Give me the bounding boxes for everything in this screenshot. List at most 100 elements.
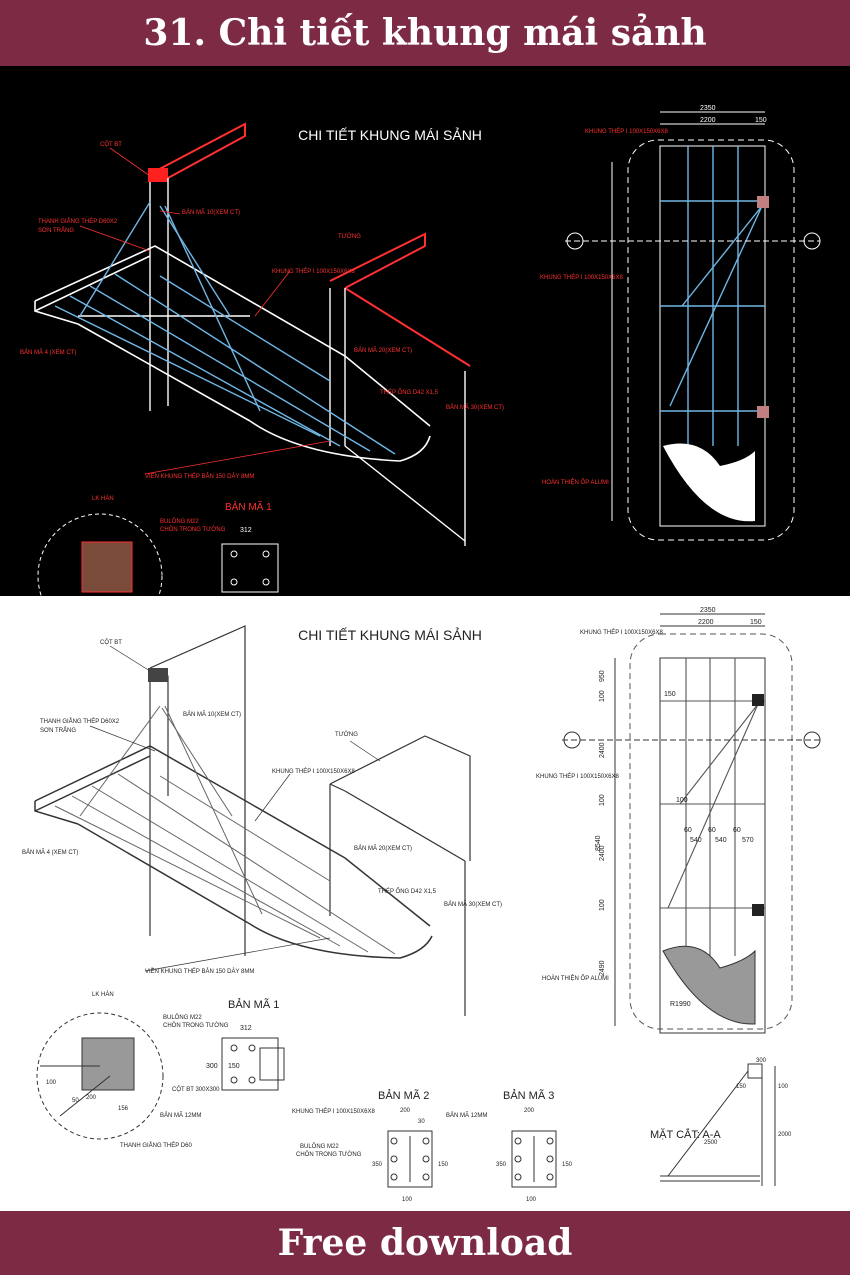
title-banner: 31. Chi tiết khung mái sảnh: [0, 0, 850, 66]
plan-label-frame2-dark: KHUNG THÉP I 100X150X6X8: [540, 274, 623, 281]
plan-view-light: [562, 613, 822, 1034]
drawing-label-h100a: 100: [599, 690, 606, 702]
drawing-label-khung-thep: KHUNG THÉP I 100X150X6X8: [580, 629, 663, 636]
dim-312-dark: 312: [240, 527, 252, 534]
drawing-label-h: 350: [372, 1162, 383, 1168]
ban-ma-3-title: BẢN MÃ 3: [503, 1089, 554, 1102]
drawing-label-ban-ma-30: BẢN MÃ 30(XEM CT): [444, 901, 502, 908]
drawing-label-e: 30: [418, 1119, 425, 1125]
ban-ma-1-title-dark: BẢN MÃ 1: [225, 500, 272, 513]
drawing-label-thep-ong: THÉP ỐNG D42 X1,5: [380, 389, 439, 396]
cad-drawing-light: CHI TIẾT KHUNG MÁI SẢNH CỘT BT THANH GIẰ…: [22, 607, 822, 1203]
plan-dims-light: 2350 2200 150 950 100 2400 100 8540 2400…: [595, 607, 762, 1008]
drawing-label-khung-thep: KHUNG THÉP I 100X150X6X8: [272, 268, 355, 275]
drawing-label-cot-bt-300: CỘT BT 300X300: [172, 1086, 220, 1093]
drawing-label-h: 300: [206, 1063, 218, 1070]
page-title: 31. Chi tiết khung mái sảnh: [143, 12, 707, 54]
drawing-label-w2350: 2350: [700, 607, 716, 614]
drawing-label-lk-han: LK HÀN: [92, 495, 114, 502]
drawing-label-chon-trong-tuong: CHÔN TRONG TƯỜNG: [163, 1022, 229, 1029]
section-title: MẶT CẮT: A-A: [650, 1128, 721, 1141]
drawing-label-r1990: R1990: [670, 1001, 691, 1008]
ban-ma-2-plate: [387, 1130, 433, 1188]
ban-ma-2-dims: 200 30 350 150 100 KHUNG THÉP I 100X150X…: [292, 1108, 487, 1203]
drawing-label-d150: 150: [664, 691, 676, 698]
drawing-label-d300: 300: [756, 1058, 767, 1064]
column-and-wall: [149, 625, 471, 1016]
drawing-label-son-trang: SƠN TRẮNG: [38, 226, 74, 234]
drawing-label-ban-ma-20: BẢN MÃ 20(XEM CT): [354, 347, 412, 354]
drawing-label-h2400a: 2400: [599, 742, 606, 758]
drawing-label-h2400b: 2400: [599, 845, 606, 861]
cad-screenshot-dark: CHI TIẾT KHUNG MÁI SẢNH: [0, 66, 850, 596]
drawing-label-d540b: 540: [715, 837, 727, 844]
wall-outline: [149, 178, 466, 546]
drawing-label-chon-trong-tuong: CHÔN TRONG TƯỜNG: [160, 526, 226, 533]
cad-sheet-light: CHI TIẾT KHUNG MÁI SẢNH CỘT BT THANH GIẰ…: [0, 596, 850, 1211]
ban-ma-1-plate: [221, 1037, 285, 1091]
canopy-frame-light: [34, 745, 433, 959]
leader-lines: [79, 147, 331, 475]
drawing-label-w: 200: [400, 1108, 411, 1114]
wall-element: [149, 122, 471, 367]
drawing-label-d2500: 2500: [704, 1140, 718, 1146]
drawing-label-d156: 156: [118, 1106, 129, 1112]
drawing-label-h8540: 8540: [595, 835, 602, 851]
drawing-label-w150: 150: [750, 619, 762, 626]
section-dims: 2500 2000 300 100 150: [704, 1058, 792, 1146]
detail-labels: LK HÀN BULÔNG M22 CHÔN TRONG TƯỜNG CỘT B…: [46, 991, 229, 1149]
drawing-label-vien-khung: VIỀN KHUNG THÉP BẢN 150 DÀY 8MM: [145, 473, 254, 480]
drawing-label-bulong: BULÔNG M22: [163, 1014, 202, 1021]
drawing-label-bulong: BULÔNG M22: [160, 518, 199, 525]
drawing-label-h2: 150: [562, 1162, 573, 1168]
drawing-label-h2490: 2490: [599, 960, 606, 976]
ban-ma-2-title: BẢN MÃ 2: [378, 1089, 429, 1102]
drawing-label-cot-bt: CỘT BT: [100, 639, 122, 646]
plan-label-frame-dark: KHUNG THÉP I 100X150X6X8: [585, 128, 668, 135]
drawing-label-ban-ma-10: BẢN MÃ 10(XEM CT): [183, 711, 241, 718]
drawing-label-h950: 950: [599, 670, 606, 682]
cad-drawing-dark: CHI TIẾT KHUNG MÁI SẢNH: [20, 105, 821, 596]
drawing-label-chon-trong-tuong: CHÔN TRONG TƯỜNG: [296, 1151, 362, 1158]
cta-banner[interactable]: Free download: [0, 1211, 850, 1275]
drawing-label-h100c: 100: [599, 899, 606, 911]
drawing-label-ban-ma-12mm: BẢN MÃ 12MM: [446, 1112, 487, 1119]
plan-dims-dark: 2350 2200 150: [700, 105, 767, 124]
drawing-label-w: 312: [240, 1025, 252, 1032]
leader-lines-light: [89, 645, 381, 972]
drawing-label-khung-thep: KHUNG THÉP I 100X150X6X8: [536, 773, 619, 780]
drawing-label-d60a: 60: [684, 827, 692, 834]
drawing-label-d50: 50: [72, 1098, 79, 1104]
free-download-link[interactable]: Free download: [277, 1222, 573, 1264]
drawing-label-d100: 100: [676, 797, 688, 804]
canopy-tubes: [54, 201, 396, 455]
drawing-label-h: 350: [496, 1162, 507, 1168]
drawing-label-cot-bt: CỘT BT: [100, 141, 122, 148]
drawing-label-ban-ma-30: BẢN MÃ 30(XEM CT): [446, 404, 504, 411]
drawing-label-hoan-thien: HOÀN THIỆN ỐP ALUMI: [542, 974, 609, 982]
drawing-label-tuong: TƯỜNG: [338, 233, 361, 240]
drawing-label-lk-han: LK HÀN: [92, 991, 114, 998]
drawing-label-d2000: 2000: [778, 1132, 792, 1138]
drawing-label-thanh-giang: THANH GIẰNG THÉP D60X2: [40, 717, 120, 725]
drawing-label-ban-ma-10: BẢN MÃ 10(XEM CT): [182, 209, 240, 216]
drawing-label-d100: 100: [778, 1084, 789, 1090]
drawing-label-bulong: BULÔNG M22: [300, 1143, 339, 1150]
ban-ma-1-plate-dark: [221, 543, 279, 593]
drawing-label-d200: 200: [86, 1095, 97, 1101]
section-aa: [660, 1063, 776, 1186]
plan-view-dark: [565, 111, 821, 541]
light-labels: CỘT BT THANH GIẰNG THÉP D60X2 SƠN TRẮNG …: [22, 639, 502, 975]
drawing-label-tuong: TƯỜNG: [335, 731, 358, 738]
drawing-title: CHI TIẾT KHUNG MÁI SẢNH: [298, 127, 482, 143]
ban-ma-1-title: BẢN MÃ 1: [228, 998, 279, 1011]
drawing-label-d150: 150: [736, 1084, 747, 1090]
drawing-label-ban-ma-20: BẢN MÃ 20(XEM CT): [354, 845, 412, 852]
detail-circle-light: [36, 1012, 164, 1140]
column-head-light: [148, 668, 168, 682]
drawing-label-thanh-giang: THANH GIẰNG THÉP D60X2: [38, 217, 118, 225]
drawing-label-w150: 150: [755, 117, 767, 124]
column-head: [148, 168, 168, 182]
ban-ma-3-plate: [511, 1130, 557, 1188]
drawing-label-thep-ong: THÉP ỐNG D42 X1,5: [378, 888, 437, 895]
